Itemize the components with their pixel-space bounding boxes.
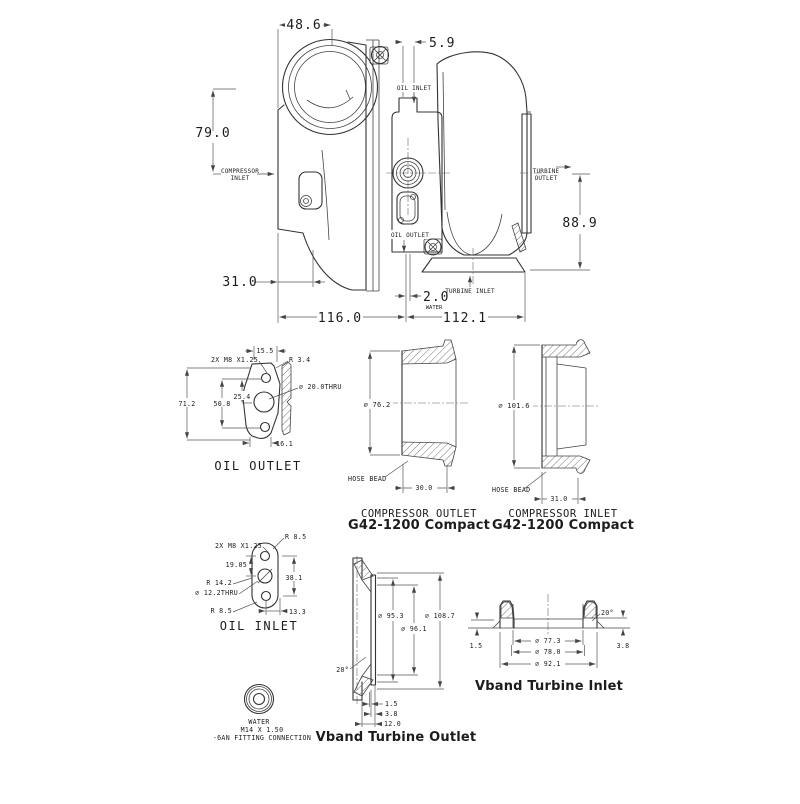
oil-inlet-radius-mid: R 14.2	[206, 579, 232, 587]
turbine-outlet-label-2: OUTLET	[535, 175, 558, 182]
vband-outlet-dim-3-8: 3.8	[385, 710, 398, 718]
vband-inlet-dia-92-1: ⌀ 92.1	[535, 660, 561, 668]
turbine-inlet-label: TURBINE INLET	[445, 288, 495, 295]
oil-outlet-bolt-spec: 2X M8 X1.25	[211, 356, 258, 364]
compressor-inlet-view: ⌀ 101.6 HOSE BEAD 31.0 COMPRESSOR INLET …	[492, 339, 634, 533]
compressor-inlet-hose-bead: HOSE BEAD	[492, 486, 530, 494]
oil-outlet-view: 15.5 2X M8 X1.25 R 3.4 ⌀ 20.0THRU 25.4 5…	[177, 346, 342, 473]
vband-outlet-title: Vband Turbine Outlet	[316, 730, 477, 745]
compressor-inlet-subtitle: G42-1200 Compact	[492, 518, 634, 533]
compressor-inlet-depth: 31.0	[550, 495, 567, 503]
vband-inlet-dim-1-5: 1.5	[470, 642, 483, 650]
oil-outlet-dim-50-8: 50.8	[213, 400, 230, 408]
vband-outlet-dim-12-0: 12.0	[384, 720, 401, 728]
oil-inlet-dim-38-1: 38.1	[285, 574, 302, 582]
vband-outlet-dia-95-3: ⌀ 95.3	[378, 612, 404, 620]
compressor-inlet-diameter: ⌀ 101.6	[498, 402, 530, 410]
oil-outlet-thru: ⌀ 20.0THRU	[299, 383, 342, 391]
vband-inlet-dim-3-8: 3.8	[617, 642, 630, 650]
compressor-outlet-view: ⌀ 76.2 HOSE BEAD 30.0 COMPRESSOR OUTLET …	[348, 339, 490, 533]
compressor-inlet-title: COMPRESSOR INLET	[508, 508, 617, 520]
vband-inlet-title: Vband Turbine Inlet	[475, 679, 623, 694]
water-port-label: WATER	[426, 305, 443, 311]
oil-inlet-radius-top: R 8.5	[285, 533, 306, 541]
water-fitting-label-2: M14 X 1.50	[241, 726, 284, 734]
dim-2-0: 2.0	[423, 290, 449, 305]
water-fitting-view: WATER M14 X 1.50 -6AN FITTING CONNECTION	[213, 683, 311, 742]
vband-inlet-dia-77-3: ⌀ 77.3	[535, 637, 561, 645]
turbine-outlet-label-1: TURBINE	[533, 168, 560, 175]
compressor-inlet-label-2: INLET	[230, 175, 249, 182]
oil-outlet-dim-16-1: 16.1	[276, 440, 293, 448]
turbine-housing-outline	[421, 51, 544, 284]
oil-inlet-radius-bottom: R 8.5	[211, 607, 232, 615]
oil-inlet-label: OIL INLET	[397, 85, 431, 92]
vband-inlet-dia-78-0: ⌀ 78.0	[535, 648, 561, 656]
compressor-outlet-depth: 30.0	[415, 484, 432, 492]
oil-inlet-dim-13-3: 13.3	[289, 608, 306, 616]
oil-inlet-title: OIL INLET	[220, 619, 299, 633]
oil-outlet-radius: R 3.4	[289, 356, 310, 364]
vband-outlet-dia-108-7: ⌀ 108.7	[425, 612, 455, 620]
dim-116-0: 116.0	[318, 311, 362, 326]
compressor-outlet-diameter: ⌀ 76.2	[363, 401, 390, 409]
dim-79-0: 79.0	[195, 126, 230, 141]
oil-outlet-title: OIL OUTLET	[214, 459, 301, 473]
dim-88-9: 88.9	[562, 216, 597, 231]
vband-outlet-dim-1-5: 1.5	[385, 700, 398, 708]
main-assembly-view: 48.6 5.9 79.0 COMPRESSOR INLET OIL INLET…	[195, 18, 599, 326]
water-fitting-label-3: -6AN FITTING CONNECTION	[213, 734, 311, 742]
dim-112-1: 112.1	[443, 311, 487, 326]
vband-inlet-angle: 20°	[601, 609, 614, 617]
oil-inlet-thru: ⌀ 12.2THRU	[195, 589, 238, 597]
compressor-housing-outline	[277, 38, 380, 292]
compressor-outlet-subtitle: G42-1200 Compact	[348, 518, 490, 533]
oil-outlet-dim-25-4: 25.4	[233, 393, 250, 401]
water-fitting-label-1: WATER	[248, 718, 269, 726]
bearing-housing-outline	[369, 45, 452, 256]
compressor-outlet-title: COMPRESSOR OUTLET	[361, 508, 477, 520]
oil-inlet-dim-19-05: 19.05	[226, 561, 247, 569]
dim-5-9: 5.9	[429, 36, 455, 51]
dim-31-0: 31.0	[222, 275, 257, 290]
oil-outlet-dim-71-2: 71.2	[178, 400, 195, 408]
compressor-inlet-label-1: COMPRESSOR	[221, 168, 259, 175]
vband-turbine-inlet-view: 20° 1.5 3.8 ⌀ 77.3 ⌀ 78.0 ⌀ 92.1 Vband T…	[468, 594, 630, 694]
oil-inlet-bolt-spec: 2X M8 X1.25	[215, 542, 262, 550]
vband-turbine-outlet-view: 20° ⌀ 95.3 ⌀ 96.1 ⌀ 108.7 1.5 3.8	[316, 556, 477, 745]
oil-outlet-dim-15-5: 15.5	[256, 347, 273, 355]
oil-inlet-view: R 8.5 2X M8 X1.25 R 14.2 ⌀ 12.2THRU R 8.…	[195, 533, 306, 633]
main-view-dimensions: 48.6 5.9 79.0 COMPRESSOR INLET OIL INLET…	[195, 18, 599, 326]
vband-outlet-dia-96-1: ⌀ 96.1	[401, 625, 427, 633]
vband-outlet-angle: 20°	[336, 666, 349, 674]
oil-outlet-label: OIL OUTLET	[391, 232, 429, 239]
compressor-outlet-hose-bead: HOSE BEAD	[348, 475, 386, 483]
dim-48-6: 48.6	[286, 18, 321, 33]
